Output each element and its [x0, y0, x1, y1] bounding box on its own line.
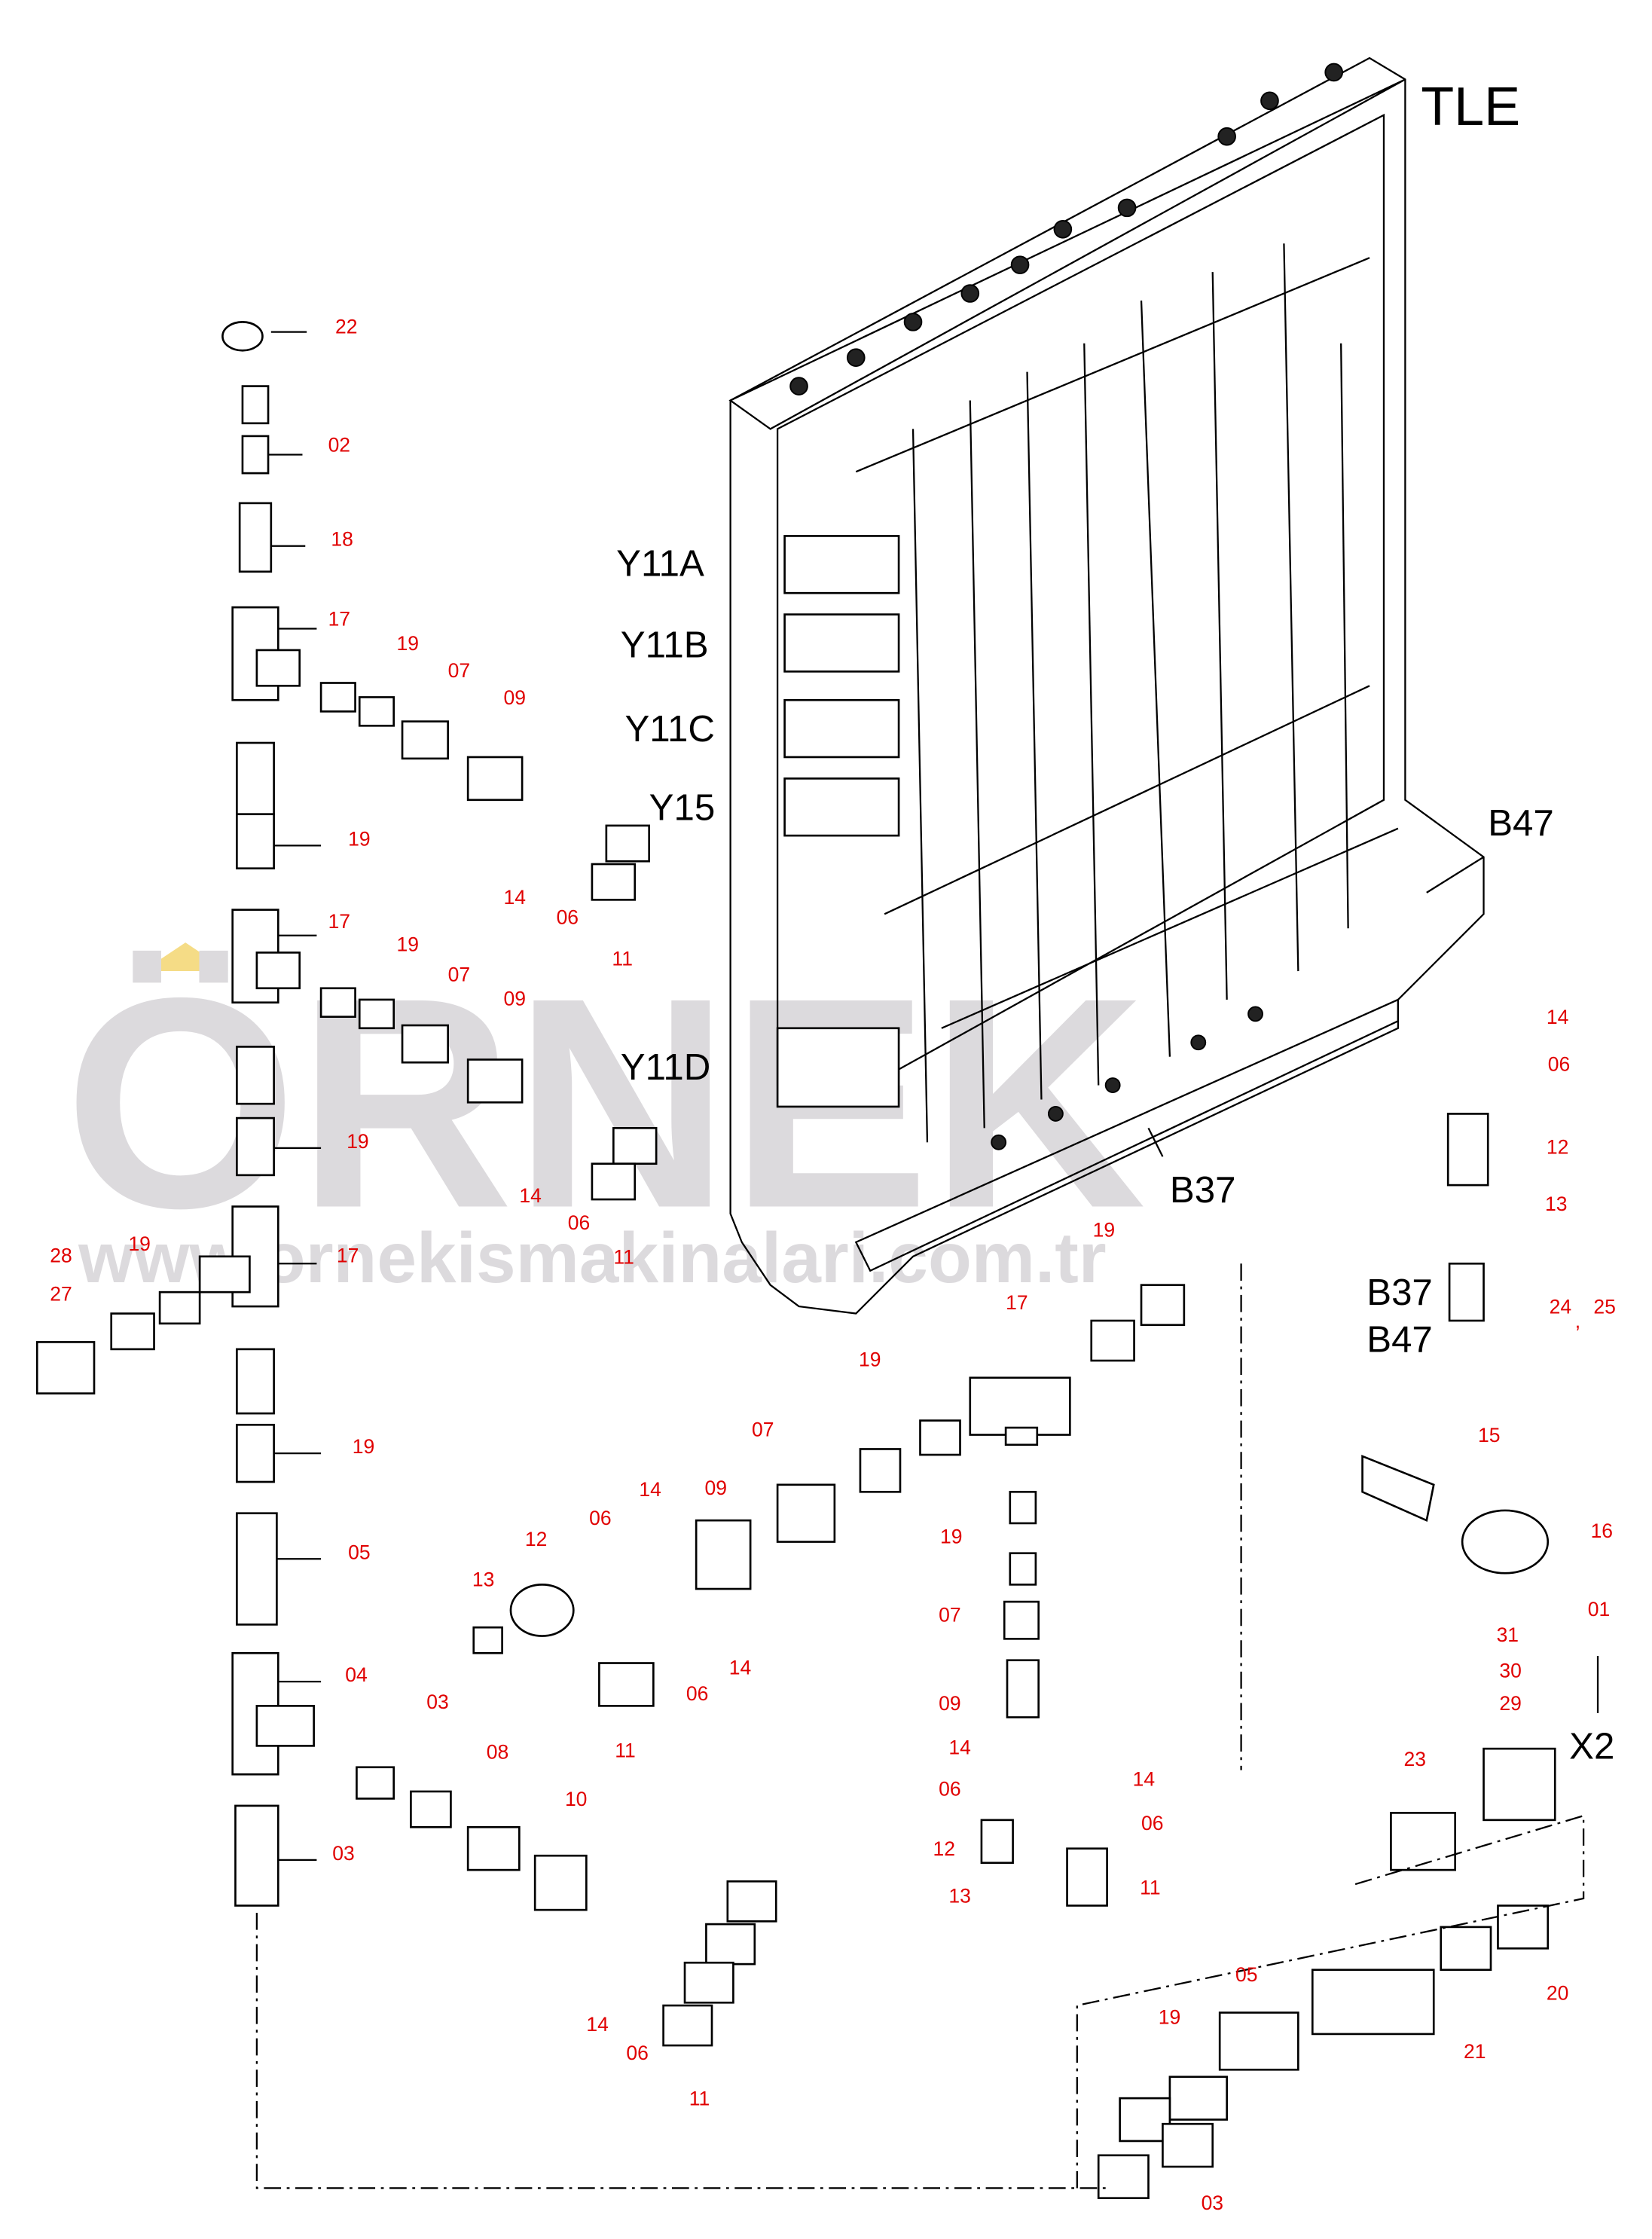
valve-panel-assembly: [728, 57, 1485, 1315]
callouts: 22 02 18 17 19 07 09 19 14 06 11 17 19 0…: [50, 316, 1616, 2214]
callout: 03: [1202, 2192, 1223, 2214]
callout: 11: [615, 1740, 636, 1762]
callout: 24: [1550, 1296, 1571, 1318]
callout: 25: [1593, 1296, 1615, 1318]
callout: 14: [586, 2013, 608, 2036]
callout: 13: [1545, 1193, 1567, 1215]
callout: 13: [948, 1885, 970, 1908]
callout: 19: [347, 1130, 368, 1153]
callout: 06: [626, 2042, 648, 2064]
connection-lines: [255, 1263, 1585, 2189]
callout: 09: [504, 686, 526, 709]
callout: 12: [1547, 1135, 1568, 1158]
label-comma: ,: [1575, 1309, 1580, 1332]
callout: 12: [933, 1837, 955, 1860]
callout: 19: [348, 827, 370, 850]
label-y11d: Y11D: [621, 1046, 710, 1088]
callout: 19: [396, 632, 418, 655]
callout: 17: [1006, 1291, 1028, 1314]
watermark-logo-mark: [142, 942, 229, 972]
callout: 04: [345, 1663, 367, 1686]
callout: 05: [1235, 1963, 1257, 1986]
callout: 09: [504, 987, 526, 1010]
callout: 02: [328, 434, 350, 457]
callout: 07: [752, 1418, 774, 1440]
left-fitting-stack: [35, 321, 315, 1907]
callout: 14: [1133, 1767, 1155, 1790]
callout: 06: [1548, 1053, 1570, 1076]
callout: 06: [686, 1682, 708, 1705]
callout: 14: [1547, 1006, 1568, 1028]
label-b47-panel: B47: [1488, 802, 1554, 844]
callout: 09: [705, 1477, 727, 1499]
callout: 06: [1141, 1812, 1163, 1834]
callout: 17: [337, 1244, 359, 1266]
callout: 01: [1588, 1598, 1610, 1620]
callout: 29: [1499, 1692, 1521, 1715]
callout: 19: [1093, 1218, 1115, 1241]
callout: 10: [565, 1788, 587, 1810]
label-y15: Y15: [649, 787, 716, 828]
callout: 13: [472, 1568, 494, 1590]
label-y11a: Y11A: [616, 542, 704, 584]
branch-fittings: [319, 682, 777, 2047]
callout: 03: [332, 1842, 354, 1865]
callout: 09: [939, 1692, 960, 1715]
label-x2: X2: [1569, 1725, 1614, 1767]
callout: 14: [729, 1657, 751, 1679]
label-y11b: Y11B: [621, 624, 709, 665]
leader-lines: [268, 331, 1599, 1862]
callout: 08: [487, 1740, 508, 1763]
callout: 19: [396, 933, 418, 956]
callout: 11: [1140, 1876, 1161, 1898]
callout: 17: [328, 910, 350, 933]
right-small-parts: [1097, 1113, 1556, 2200]
callout: 14: [948, 1737, 970, 1759]
callout: 15: [1478, 1424, 1500, 1446]
callout: 19: [353, 1435, 374, 1458]
callout: 17: [328, 608, 350, 631]
callout: 12: [525, 1528, 547, 1550]
callout: 22: [335, 316, 357, 338]
callout: 21: [1464, 2040, 1486, 2063]
callout: 19: [1159, 2006, 1180, 2029]
label-b37-panel: B37: [1170, 1169, 1236, 1211]
callout: 31: [1497, 1624, 1519, 1646]
callout: 20: [1547, 1981, 1568, 2004]
callout: 11: [689, 2088, 710, 2110]
callout: 07: [448, 659, 470, 682]
callout: 18: [331, 528, 353, 551]
callout: 06: [589, 1507, 611, 1529]
callout: 16: [1591, 1520, 1613, 1542]
assembly-labels: TLE Y11A Y11B Y11C Y15 Y11D B47 B37 B37 …: [616, 77, 1614, 1767]
label-y11c: Y11C: [624, 708, 714, 750]
callout: 11: [612, 947, 633, 970]
callout: 05: [348, 1541, 370, 1563]
callout: 30: [1499, 1659, 1521, 1682]
label-b47-sensor: B47: [1366, 1319, 1433, 1361]
callout: 19: [940, 1525, 962, 1547]
callout: 14: [504, 886, 526, 909]
label-b37-sensor: B37: [1366, 1272, 1433, 1313]
middle-fitting-assembly: [472, 1284, 1186, 1907]
callout: 06: [568, 1211, 590, 1234]
callout: 19: [128, 1233, 150, 1255]
label-tle: TLE: [1421, 77, 1520, 137]
callout: 27: [50, 1283, 72, 1306]
callout: 23: [1403, 1748, 1425, 1770]
callout: 14: [519, 1184, 541, 1207]
callout: 28: [50, 1244, 72, 1266]
callout: 19: [859, 1349, 881, 1371]
callout: 07: [939, 1604, 960, 1627]
callout: 07: [448, 963, 470, 985]
callout: 06: [557, 906, 579, 929]
callout: 06: [939, 1778, 960, 1801]
callout: 14: [639, 1478, 661, 1501]
callout: 11: [613, 1245, 634, 1268]
callout: 03: [426, 1691, 448, 1713]
